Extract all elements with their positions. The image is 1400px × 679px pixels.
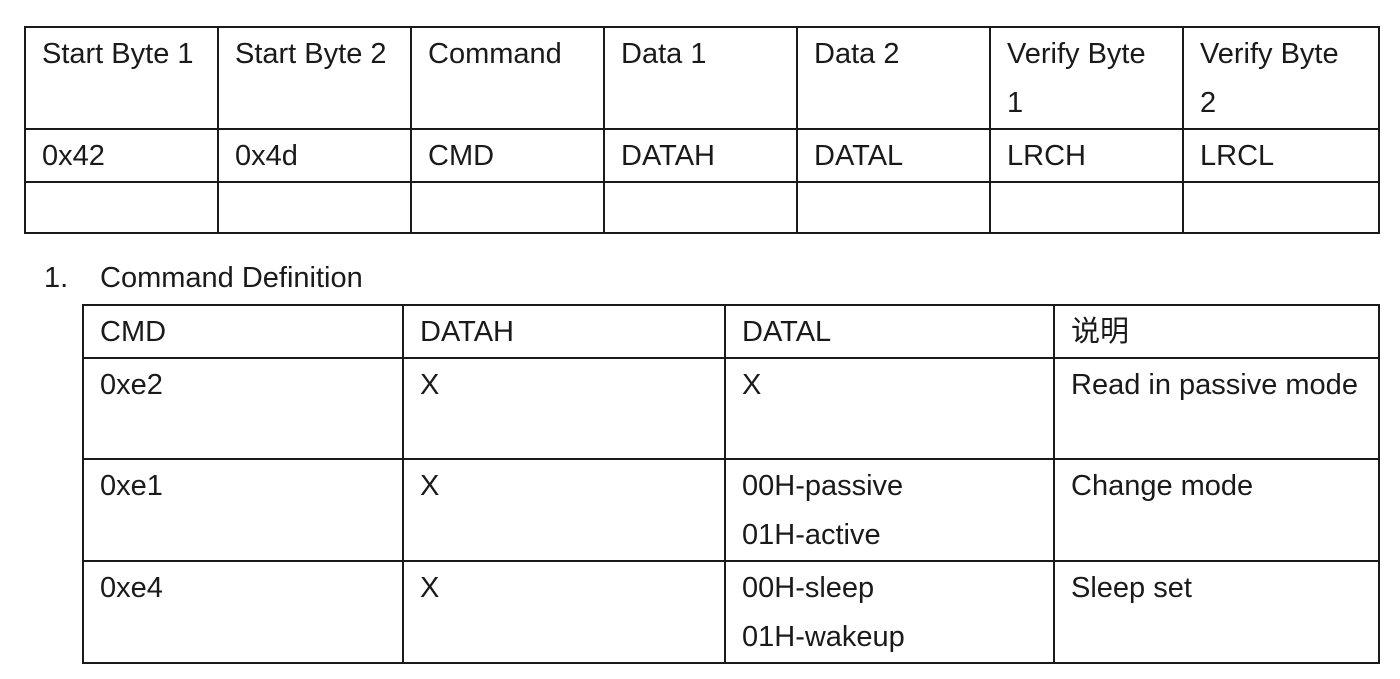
description-cell: Change mode	[1053, 458, 1380, 562]
datal-option: 01H-wakeup	[742, 621, 905, 653]
section-number: 1.	[44, 262, 69, 294]
frame-value-cell: 0x42	[24, 128, 219, 183]
frame-header-cell: Start Byte 1	[24, 26, 219, 130]
frame-header-cell: Data 1	[603, 26, 798, 130]
datah-cell: X	[402, 458, 726, 562]
frame-header-cell: Start Byte 2	[217, 26, 412, 130]
datah-cell: X	[402, 357, 726, 460]
frame-empty-cell	[24, 181, 219, 234]
cmd-cell: 0xe1	[82, 458, 404, 562]
command-header-row: CMD DATAH DATAL 说明	[82, 304, 1380, 359]
frame-empty-row	[24, 181, 1380, 234]
frame-empty-cell	[603, 181, 798, 234]
frame-value-cell: DATAL	[796, 128, 991, 183]
command-row: 0xe4 X 00H-sleep 01H-wakeup Sleep set	[82, 560, 1380, 664]
datal-option: 01H-active	[742, 519, 881, 551]
command-definition-table: CMD DATAH DATAL 说明 0xe2 X X Read in pass…	[82, 304, 1380, 664]
frame-header-cell: Verify Byte 2	[1182, 26, 1380, 130]
description-cell: Read in passive mode	[1053, 357, 1380, 460]
command-row: 0xe1 X 00H-passive 01H-active Change mod…	[82, 458, 1380, 562]
frame-value-cell: DATAH	[603, 128, 798, 183]
section-title: Command Definition	[100, 262, 363, 294]
frame-empty-cell	[410, 181, 605, 234]
datal-option: 00H-sleep	[742, 572, 875, 604]
datal-cell: 00H-passive 01H-active	[724, 458, 1055, 562]
datal-cell: X	[724, 357, 1055, 460]
frame-format-table: Start Byte 1 Start Byte 2 Command Data 1…	[24, 26, 1380, 234]
datal-option: 00H-passive	[742, 470, 904, 502]
command-header-cell: DATAL	[724, 304, 1055, 359]
frame-values-row: 0x42 0x4d CMD DATAH DATAL LRCH LRCL	[24, 128, 1380, 183]
cmd-cell: 0xe2	[82, 357, 404, 460]
cmd-cell: 0xe4	[82, 560, 404, 664]
command-header-cell: 说明	[1053, 304, 1380, 359]
frame-value-cell: LRCL	[1182, 128, 1380, 183]
command-row: 0xe2 X X Read in passive mode	[82, 357, 1380, 460]
frame-value-cell: LRCH	[989, 128, 1184, 183]
frame-header-cell: Verify Byte 1	[989, 26, 1184, 130]
command-header-cell: CMD	[82, 304, 404, 359]
frame-header-row: Start Byte 1 Start Byte 2 Command Data 1…	[24, 26, 1380, 130]
frame-header-cell: Command	[410, 26, 605, 130]
frame-header-cell: Data 2	[796, 26, 991, 130]
frame-empty-cell	[796, 181, 991, 234]
datal-cell: 00H-sleep 01H-wakeup	[724, 560, 1055, 664]
frame-empty-cell	[1182, 181, 1380, 234]
section-heading: 1. Command Definition	[44, 256, 363, 300]
frame-empty-cell	[217, 181, 412, 234]
frame-empty-cell	[989, 181, 1184, 234]
frame-value-cell: CMD	[410, 128, 605, 183]
frame-value-cell: 0x4d	[217, 128, 412, 183]
command-header-cell: DATAH	[402, 304, 726, 359]
description-cell: Sleep set	[1053, 560, 1380, 664]
datah-cell: X	[402, 560, 726, 664]
